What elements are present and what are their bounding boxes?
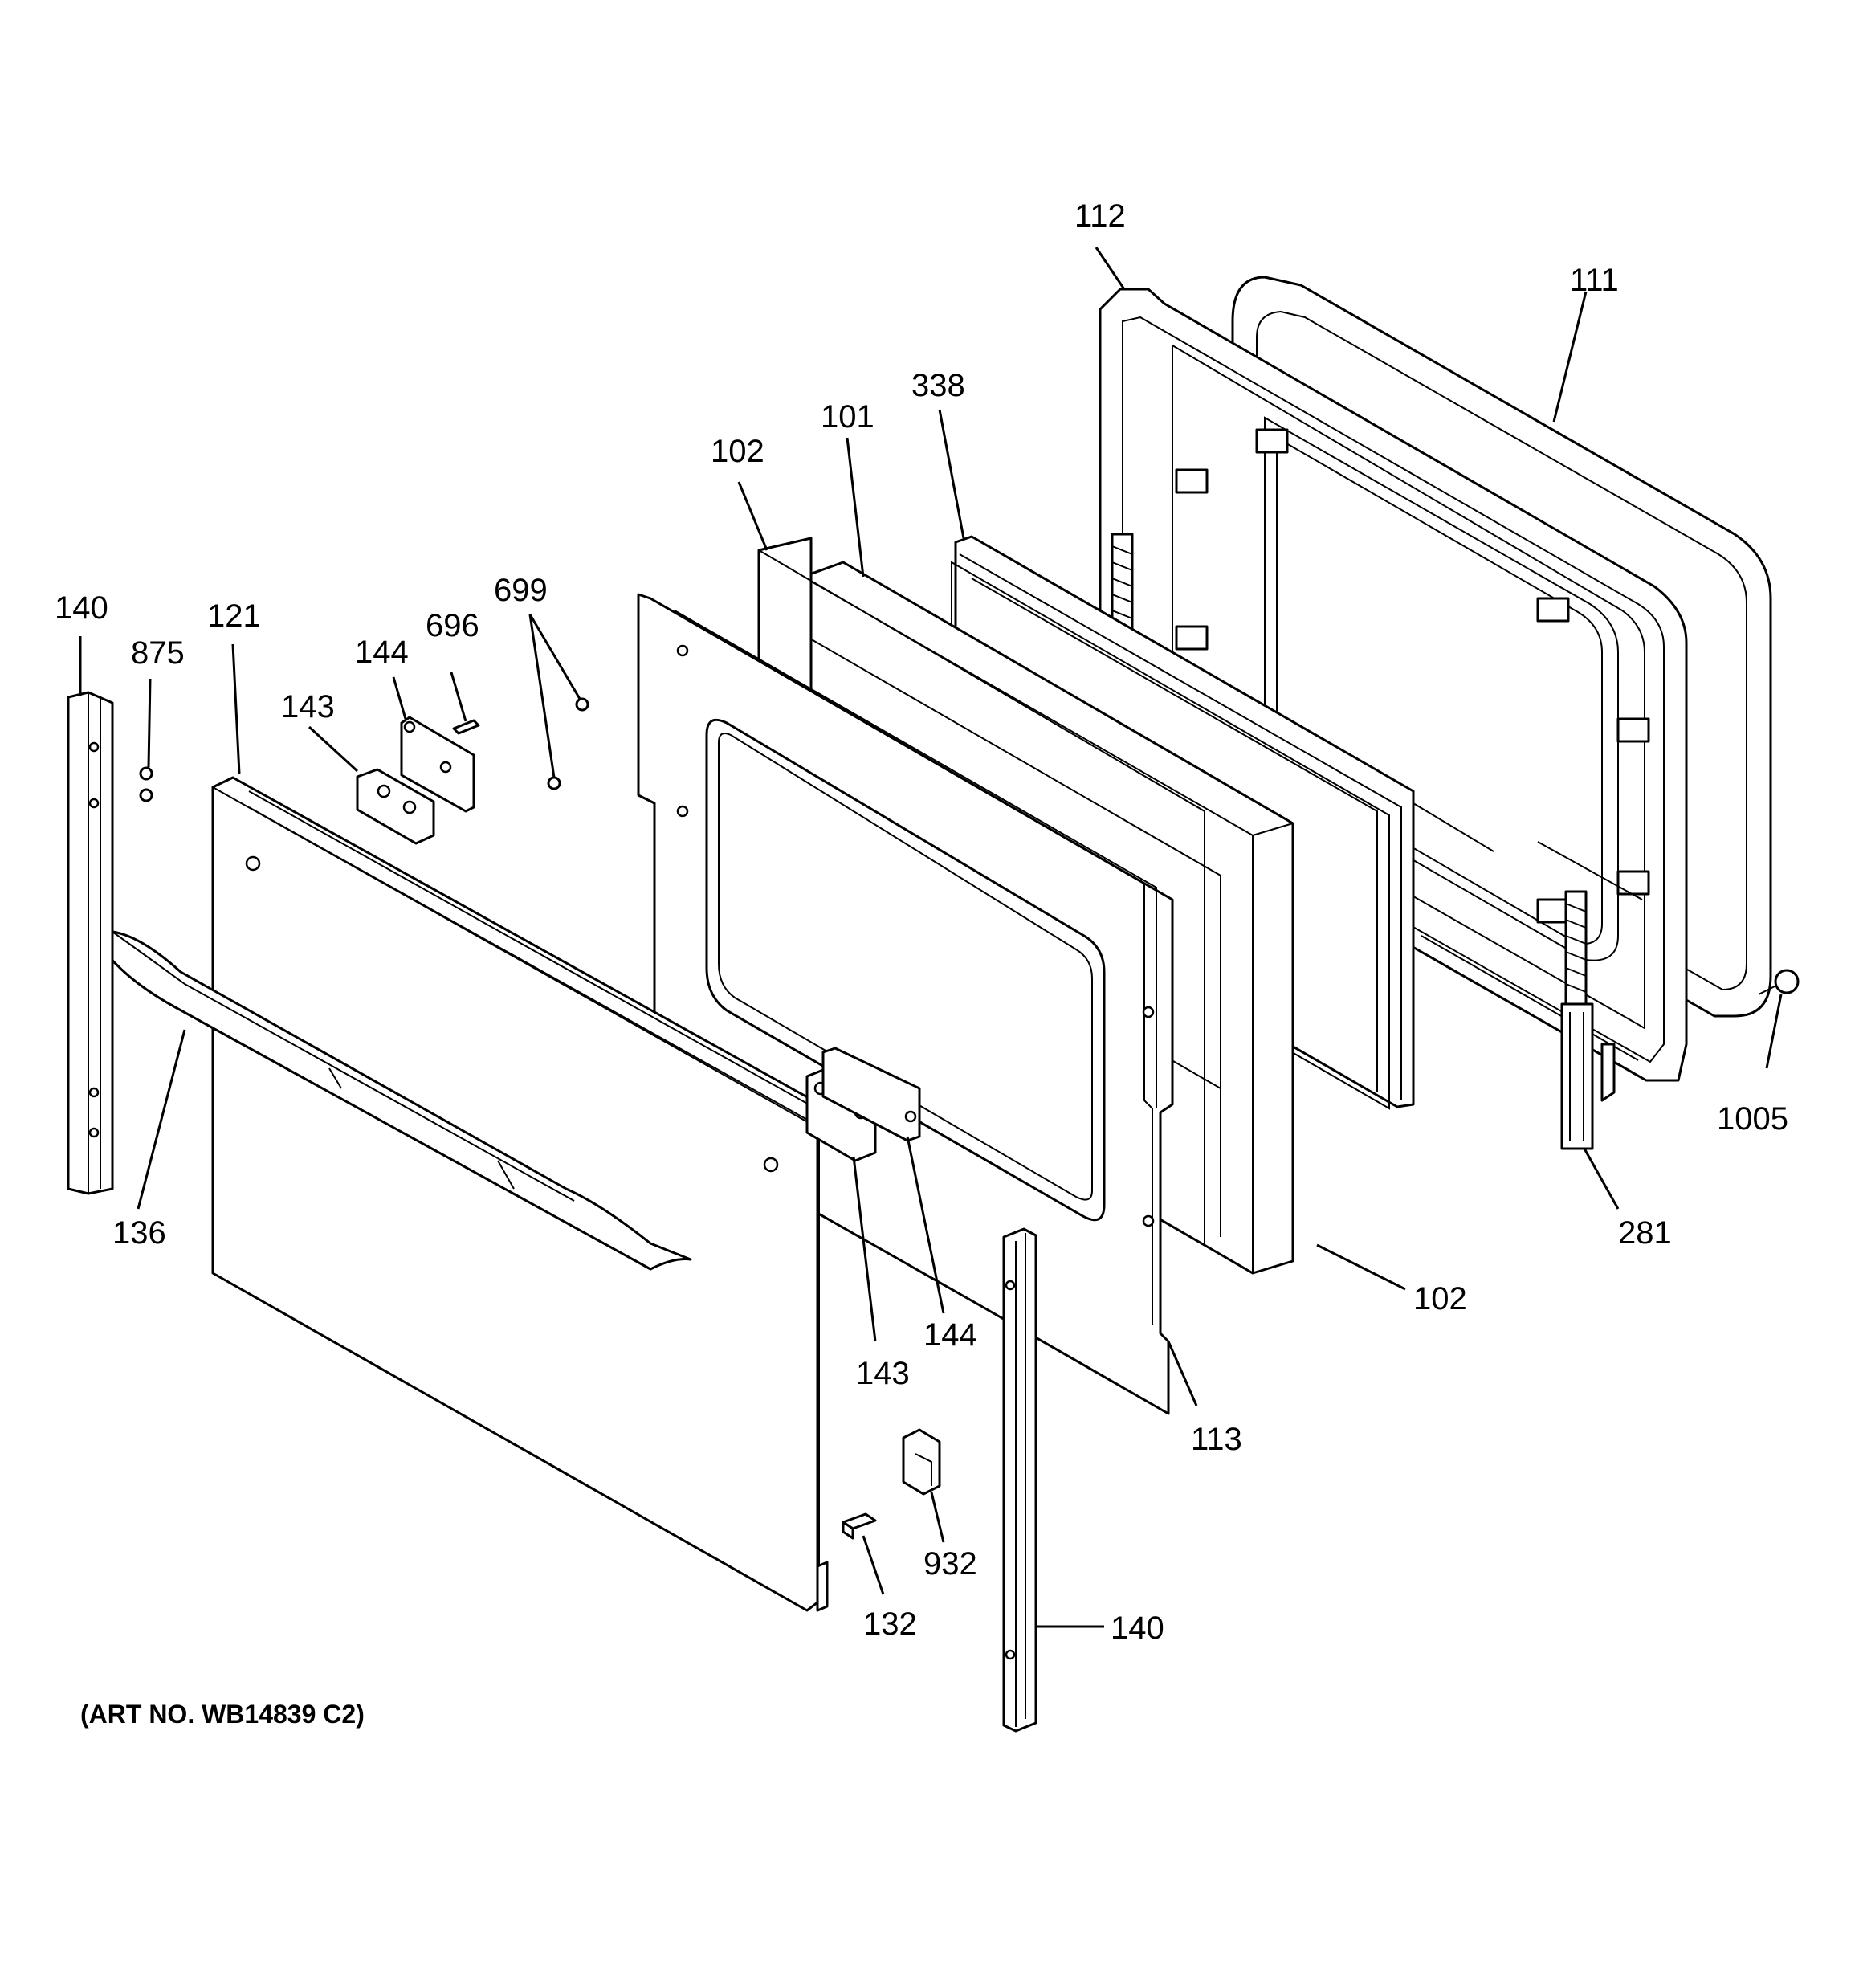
part-144-bracket-bottom — [821, 1047, 921, 1142]
part-112-inner-door-liner — [1099, 288, 1688, 1082]
part-132-spacer — [842, 1512, 877, 1540]
callout-121: 121 — [207, 598, 261, 634]
part-875-screws — [139, 766, 153, 802]
callout-102-bottom: 102 — [1413, 1281, 1467, 1316]
callout-144-bottom: 144 — [923, 1317, 977, 1353]
callout-140-left: 140 — [55, 590, 108, 626]
callout-1005: 1005 — [1717, 1101, 1788, 1137]
callout-144-top: 144 — [355, 635, 409, 670]
callout-696: 696 — [426, 608, 479, 643]
art-number: (ART NO. WB14839 C2) — [80, 1700, 365, 1729]
part-144-bracket-top — [400, 716, 475, 813]
callout-338: 338 — [911, 368, 965, 403]
part-281-hinge-right — [1560, 890, 1616, 1150]
part-1005-screw — [1758, 969, 1800, 995]
callout-101: 101 — [821, 399, 874, 435]
callout-140-bottom: 140 — [1111, 1610, 1164, 1646]
callout-113: 113 — [1191, 1422, 1242, 1457]
vent-slots — [248, 790, 824, 1129]
callout-111: 111 — [1570, 263, 1619, 298]
callout-932: 932 — [923, 1546, 977, 1582]
callout-281: 281 — [1618, 1215, 1672, 1251]
callout-132: 132 — [863, 1606, 917, 1642]
part-113-door-frame — [637, 593, 1174, 1415]
callout-699: 699 — [494, 573, 548, 608]
callout-143-top: 143 — [281, 689, 335, 725]
callout-labels: 112 111 338 101 102 140 875 121 144 696 … — [55, 198, 1788, 1646]
callout-875: 875 — [131, 635, 185, 671]
part-143-bracket-top — [356, 768, 435, 845]
leader-lines — [79, 247, 1783, 1628]
part-699-screws — [547, 697, 589, 790]
part-696-screw — [452, 719, 480, 735]
part-140-side-trim-bottom — [1002, 1227, 1037, 1733]
part-140-side-trim-left — [67, 691, 114, 1195]
part-932-clip — [902, 1428, 941, 1496]
callout-112: 112 — [1074, 198, 1126, 234]
callout-136: 136 — [112, 1215, 166, 1251]
callout-143-bottom: 143 — [856, 1356, 910, 1391]
callout-102-top: 102 — [711, 434, 764, 469]
